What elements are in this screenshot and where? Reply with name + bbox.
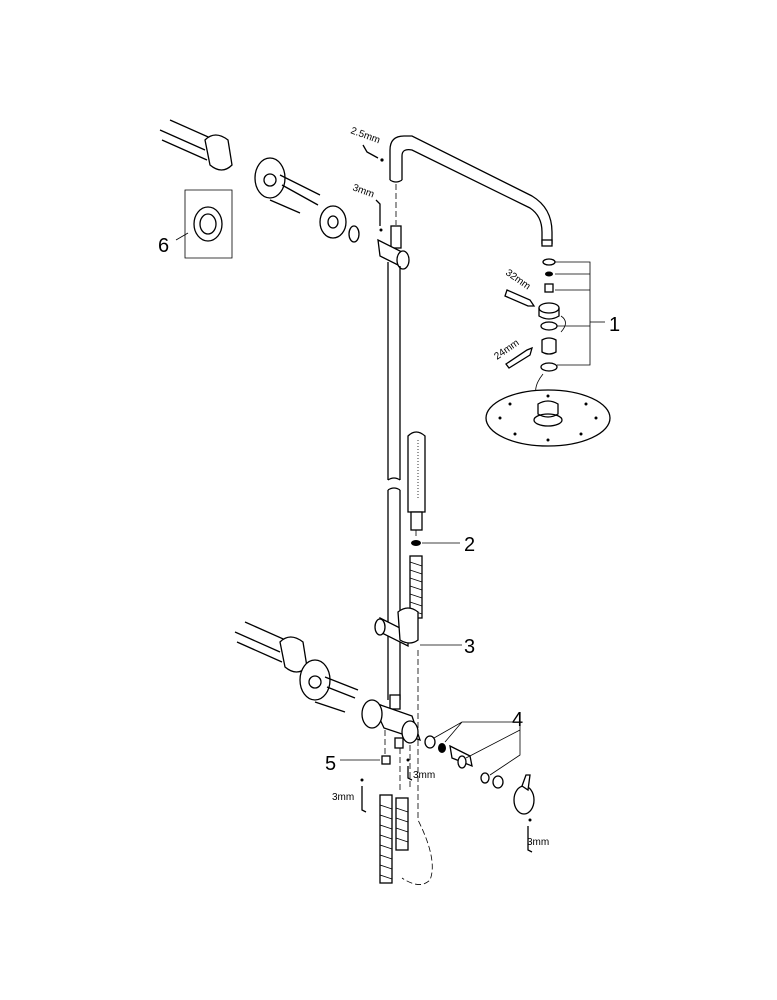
shower-arm — [389, 135, 553, 247]
riser-rail — [387, 262, 401, 700]
head-shower-disc — [485, 389, 611, 447]
hand-shower: 2 — [407, 431, 475, 619]
label-3mm-mixer-left: 3mm — [332, 792, 354, 803]
callout-3: 3 — [464, 636, 475, 658]
hex-key-2-5mm: 2.5mm — [349, 125, 384, 162]
label-3mm-mixer-center: 3mm — [413, 770, 435, 781]
top-bracket: 3mm — [319, 182, 410, 270]
lower-wall-mount — [234, 621, 359, 713]
callout-5: 5 — [325, 753, 336, 775]
inlet-hoses — [379, 794, 409, 884]
callout-1: 1 — [609, 314, 620, 336]
callout-6: 6 — [158, 235, 169, 257]
callout-2: 2 — [464, 534, 475, 556]
hand-shower-slider: 3 — [374, 607, 475, 885]
mixer-body: 3mm 5 3mm — [325, 694, 435, 813]
head-connection-parts: 1 32mm 24mm — [492, 258, 620, 403]
label-3mm-handle: 3mm — [527, 837, 549, 848]
mixer-handle-parts: 4 3mm — [424, 709, 549, 853]
upper-wall-mount: 6 — [158, 119, 321, 259]
label-32mm: 32mm — [503, 267, 532, 292]
label-2-5mm: 2.5mm — [349, 125, 381, 146]
callout-4: 4 — [512, 709, 523, 731]
label-3mm-bracket: 3mm — [351, 182, 376, 200]
